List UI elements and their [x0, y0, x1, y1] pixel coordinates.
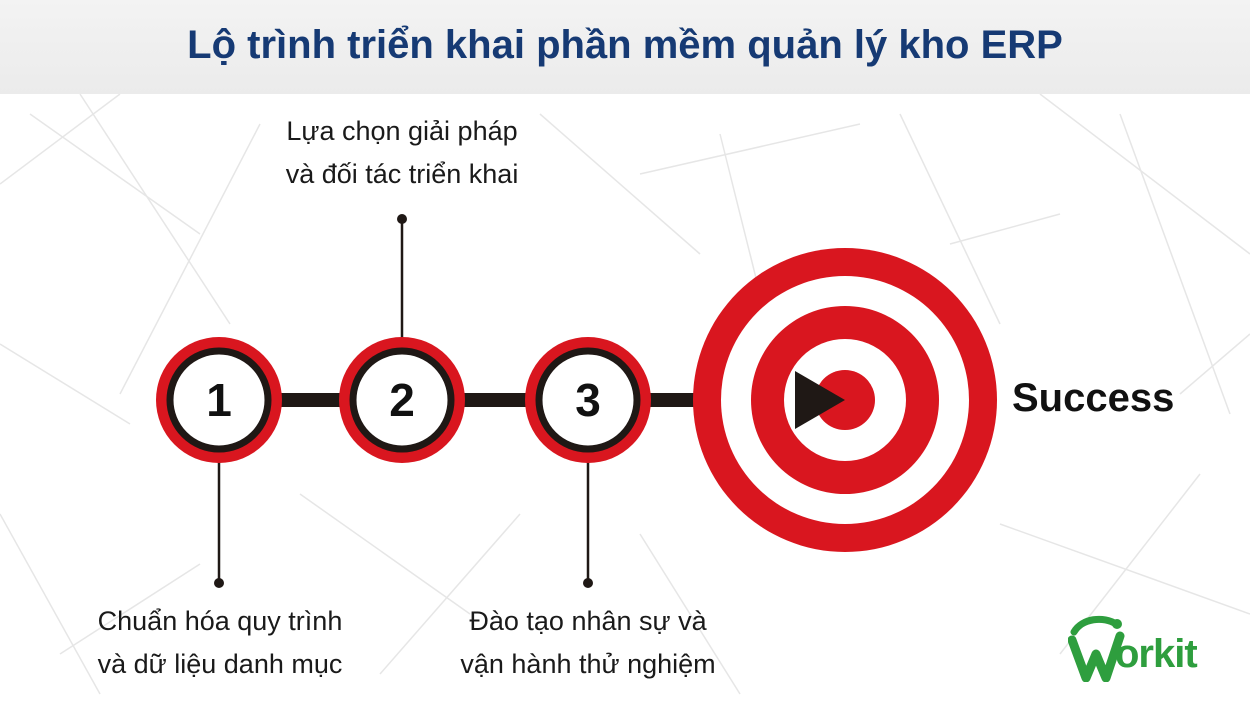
step-2-circle	[339, 337, 465, 463]
page-title: Lộ trình triển khai phần mềm quản lý kho…	[187, 22, 1063, 67]
step-3-circle	[525, 337, 651, 463]
header-band	[0, 0, 1250, 94]
goal-label: Success	[1012, 376, 1175, 420]
arrow-icon	[795, 371, 845, 429]
step-2-number: 2	[389, 374, 415, 426]
step-3-label: Đào tạo nhân sự và vận hành thử nghiệm	[460, 606, 716, 679]
workit-logo-icon	[1068, 615, 1125, 682]
step-1-number: 1	[206, 374, 232, 426]
step-1-label: Chuẩn hóa quy trình và dữ liệu danh mục	[97, 606, 343, 679]
step-2-label: Lựa chọn giải pháp và đối tác triển khai	[285, 116, 519, 189]
workit-logo-text: orkit	[1115, 632, 1198, 676]
background-pattern	[0, 94, 1250, 695]
step-1-circle	[156, 337, 282, 463]
step-3-number: 3	[575, 374, 601, 426]
